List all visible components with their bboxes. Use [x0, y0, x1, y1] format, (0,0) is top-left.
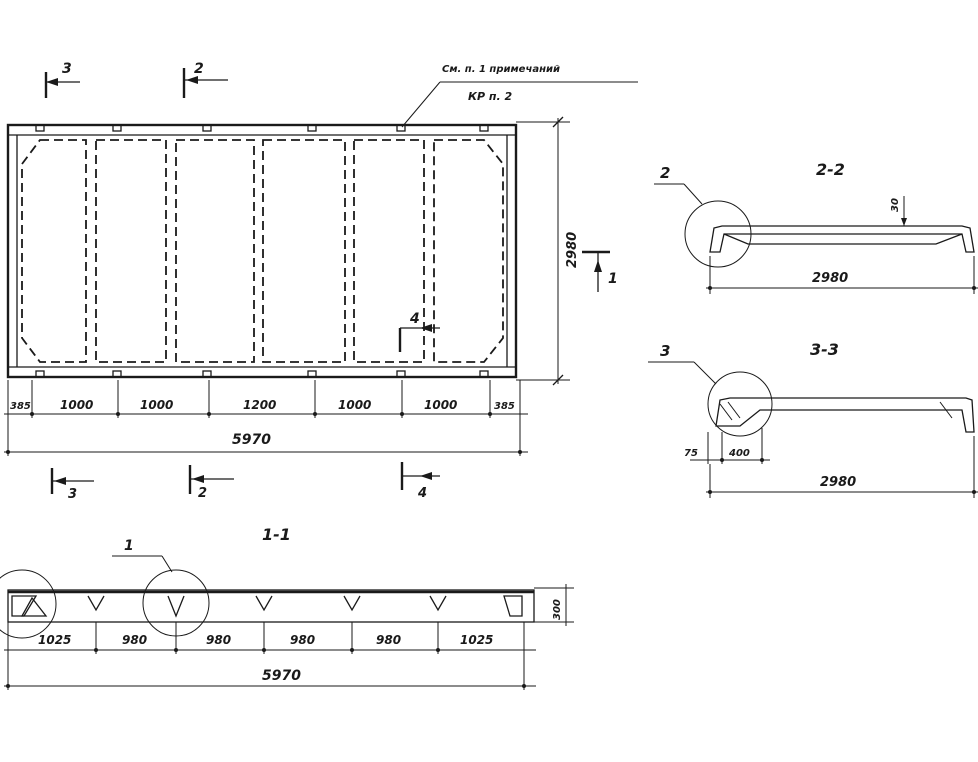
plan-height-label: 2980: [565, 232, 580, 268]
section-1-1-total: 5970: [262, 668, 301, 684]
plan-seg-5: 1000: [424, 398, 457, 412]
plan-seg-3: 1200: [243, 398, 276, 412]
section-2-2-thickness: 30: [890, 198, 901, 212]
section-1-1-seg-1: 980: [122, 633, 147, 647]
plan-note-callout: См. п. 1 примечаний КР п. 2: [401, 64, 638, 128]
section-3-3-dim-400: 400: [728, 448, 750, 459]
cut-marker-right-1: 1: [582, 250, 618, 292]
plan-seg-6: 385: [494, 401, 515, 412]
section-1-1-depth: 300: [552, 599, 563, 620]
section-3-3-callout: 3: [660, 342, 670, 360]
section-3-3-dim-75: 75: [684, 448, 698, 459]
svg-text:3: 3: [62, 61, 72, 77]
plan-bottom-loops: [35, 370, 489, 378]
svg-text:4: 4: [409, 311, 420, 327]
svg-text:3: 3: [68, 487, 77, 502]
section-3-3-width: 2980: [820, 475, 856, 490]
section-3-3-profile: [715, 397, 975, 433]
section-2-2-profile: [709, 225, 975, 253]
section-1-1-callout: 1: [124, 538, 134, 554]
section-2-2-width: 2980: [812, 271, 848, 286]
section-2-2-callout: 2: [660, 164, 670, 182]
section-1-1-body: [7, 589, 535, 623]
cut-marker-top-2: 2: [182, 61, 228, 98]
section-1-1-seg-2: 980: [206, 633, 231, 647]
plan-seg-4: 1000: [338, 398, 371, 412]
cut-marker-bottom-2: 2: [188, 465, 234, 501]
note-line-2: КР п. 2: [468, 90, 512, 103]
plan-height-dimension: 2980: [516, 116, 580, 386]
plan-view: 2980 385 1000 1000 1200 1000 1000 385: [4, 61, 638, 502]
svg-text:1: 1: [608, 271, 618, 287]
section-1-1-seg-4: 980: [376, 633, 401, 647]
cut-marker-bottom-4: 4: [400, 462, 440, 501]
detail-circle-left: [0, 569, 57, 639]
section-1-1-seg-5: 1025: [460, 633, 493, 647]
cut-marker-top-3: 3: [44, 61, 80, 98]
plan-total-label: 5970: [232, 432, 271, 448]
svg-text:2: 2: [194, 61, 204, 77]
svg-text:4: 4: [417, 486, 427, 501]
note-line-1: См. п. 1 примечаний: [442, 64, 560, 75]
section-1-1-title: 1-1: [262, 525, 291, 544]
cut-marker-bottom-3: 3: [50, 468, 94, 502]
section-1-1-seg-3: 980: [290, 633, 315, 647]
section-1-1: 1-1 1 300 1025: [0, 525, 574, 690]
svg-text:2: 2: [198, 486, 207, 501]
section-3-3-title: 3-3: [810, 340, 839, 359]
section-2-2-title: 2-2: [816, 160, 845, 179]
plan-top-loops: [35, 124, 489, 132]
plan-outline: [6, 123, 518, 379]
section-1-1-seg-0: 1025: [38, 633, 71, 647]
plan-dashed-panels: [21, 139, 504, 363]
plan-segment-dimensions: 385 1000 1000 1200 1000 1000 385 5970: [4, 380, 528, 456]
plan-seg-2: 1000: [140, 398, 173, 412]
section-3-3: 3-3 3 75 400 2980: [648, 340, 978, 498]
plan-seg-1: 1000: [60, 398, 93, 412]
detail-circle-3: [707, 371, 773, 437]
cut-marker-side-4: 4: [398, 311, 440, 352]
plan-seg-0: 385: [10, 401, 31, 412]
section-2-2: 2-2 2 30 2980: [654, 160, 978, 294]
